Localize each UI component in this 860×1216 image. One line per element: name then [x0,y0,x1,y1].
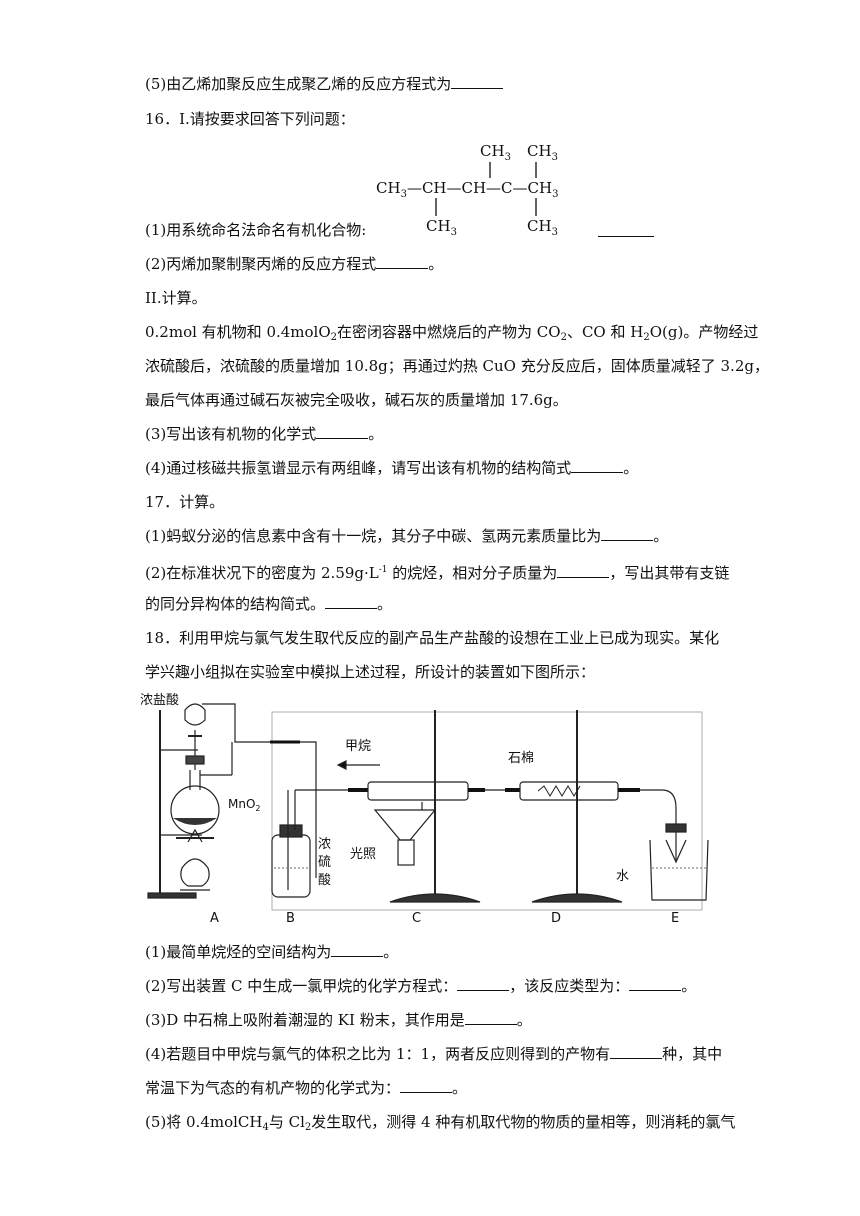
label-h2so4-3: 酸 [318,873,331,888]
answer-blank[interactable] [451,74,504,89]
q16-part3: (3)写出该有机物的化学式。 [145,424,384,443]
q18-part1: (1)最简单烷烃的空间结构为。 [145,942,399,961]
label-mno2: MnO2 [228,797,261,813]
answer-blank[interactable] [629,976,682,991]
answer-blank[interactable] [376,254,429,269]
answer-blank[interactable] [325,594,378,609]
q18-part4-line2: 常温下为气态的有机产物的化学式为：。 [145,1078,468,1097]
struct-top-ch3-1: CH3 [480,142,511,163]
q18-intro-line1: 18．利用甲烷与氯气发生取代反应的副产品生产盐酸的设想在工业上已成为现实。某化 [145,629,720,647]
answer-blank[interactable] [601,526,654,541]
label-e: E [671,911,679,926]
struct-main-chain: CH3—CH—CH—C—CH3 [376,179,558,200]
struct-bottom-ch3-1: CH3 [426,217,457,238]
q18-intro-line2: 学兴趣小组拟在实验室中模拟上述过程，所设计的装置如下图所示： [145,663,596,681]
q16-calc-line3: 最后气体再通过碱石灰被完全吸收，碱石灰的质量增加 17.6g。 [145,391,568,409]
q17-part2-line2: 的同分异构体的结构简式。。 [145,594,393,613]
label-b: B [286,911,295,926]
answer-blank[interactable] [331,942,384,957]
label-a: A [210,911,219,926]
answer-blank[interactable] [557,563,610,578]
structural-formula: CH3 CH3 CH3—CH—CH—C—CH3 CH3 CH3 [376,142,558,238]
q18-part5: (5)将 0.4molCH4与 Cl2发生取代，测得 4 种有机取代物的物质的量… [145,1113,736,1133]
label-conc-hcl: 浓盐酸 [140,693,179,708]
label-methane: 甲烷 [345,739,371,754]
q16-part1: (1)用系统命名法命名有机化合物: [145,221,367,239]
answer-blank[interactable] [571,458,624,473]
q15-part5: (5)由乙烯加聚反应生成聚乙烯的反应方程式为 [145,74,504,94]
label-h2so4-2: 硫 [318,855,331,870]
q16-part2: (2)丙烯加聚制聚丙烯的反应方程式。 [145,254,444,273]
struct-top-ch3-2: CH3 [527,142,558,163]
label-asbestos: 石棉 [508,751,534,766]
answer-blank[interactable] [316,424,369,439]
struct-bottom-ch3-2: CH3 [527,217,558,238]
answer-blank[interactable] [464,1010,517,1025]
q16-calc-line1: 0.2mol 有机物和 0.4molO2在密闭容器中燃烧后的产物为 CO2、CO… [145,323,759,343]
label-c: C [412,911,421,926]
q16-part-ii: II.计算。 [145,289,207,307]
q18-part3: (3)D 中石棉上吸附着潮湿的 KI 粉末，其作用是。 [145,1010,532,1029]
answer-blank[interactable] [457,976,510,991]
q17-heading: 17．计算。 [145,493,225,511]
label-d: D [551,911,561,926]
apparatus-diagram: 浓盐酸 MnO2 甲烷 浓 硫 酸 光照 石棉 水 A B C D E [140,693,709,926]
label-water: 水 [616,869,629,884]
q16-part4: (4)通过核磁共振氢谱显示有两组峰，请写出该有机物的结构简式。 [145,458,639,477]
q16-heading: 16．I.请按要求回答下列问题： [145,110,355,128]
label-light: 光照 [350,847,376,862]
q18-part4: (4)若题目中甲烷与氯气的体积之比为 1：1，两者反应则得到的产物有种，其中 [145,1044,723,1063]
answer-blank[interactable] [610,1044,663,1059]
answer-blank[interactable] [598,222,654,237]
answer-blank[interactable] [400,1078,453,1093]
q18-part2: (2)写出装置 C 中生成一氯甲烷的化学方程式：，该反应类型为：。 [145,976,697,995]
label-h2so4-1: 浓 [318,837,331,852]
q17-part1: (1)蚂蚁分泌的信息素中含有十一烷，其分子中碳、氢两元素质量比为。 [145,526,669,545]
q17-part2: (2)在标准状况下的密度为 2.59g·L-1 的烷烃，相对分子质量为，写出其带… [145,563,730,582]
q16-calc-line2: 浓硫酸后，浓硫酸的质量增加 10.8g；再通过灼热 CuO 充分反应后，固体质量… [145,357,769,375]
